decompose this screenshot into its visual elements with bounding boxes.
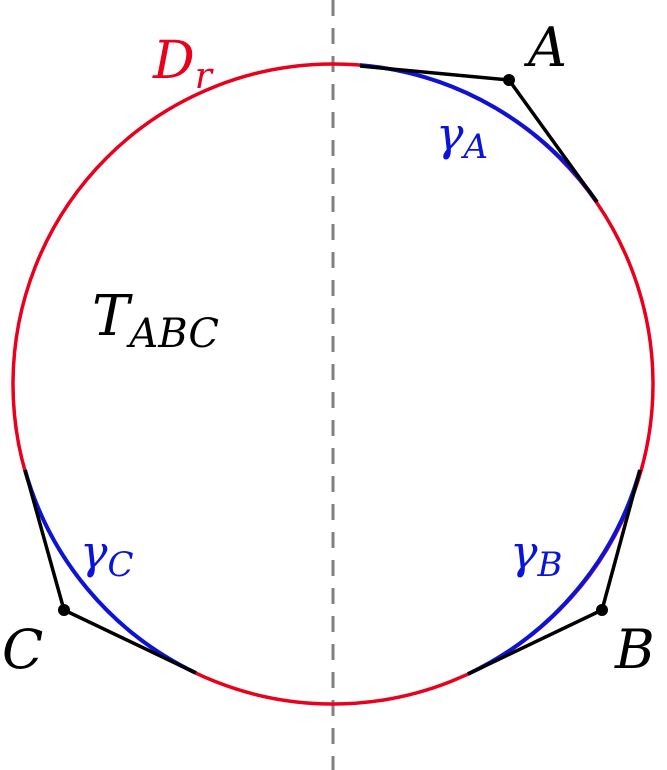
gamma-b-label: γB — [510, 525, 563, 585]
arc-gamma-c — [23, 469, 197, 675]
vertex-a-point — [503, 74, 515, 86]
gamma-a-label: γA — [436, 107, 488, 167]
disk-label: Dr — [152, 31, 214, 97]
vertex-a-label: A — [523, 16, 567, 79]
vertex-b-label: B — [614, 618, 655, 681]
vertex-b-point — [596, 604, 608, 616]
vertex-c-point — [58, 604, 70, 616]
arc-gamma-b — [467, 469, 642, 676]
triangle-label: TABC — [92, 284, 219, 357]
gamma-c-label: γC — [80, 525, 134, 585]
disk-boundary — [11, 62, 655, 706]
vertex-c-label: C — [2, 618, 43, 681]
